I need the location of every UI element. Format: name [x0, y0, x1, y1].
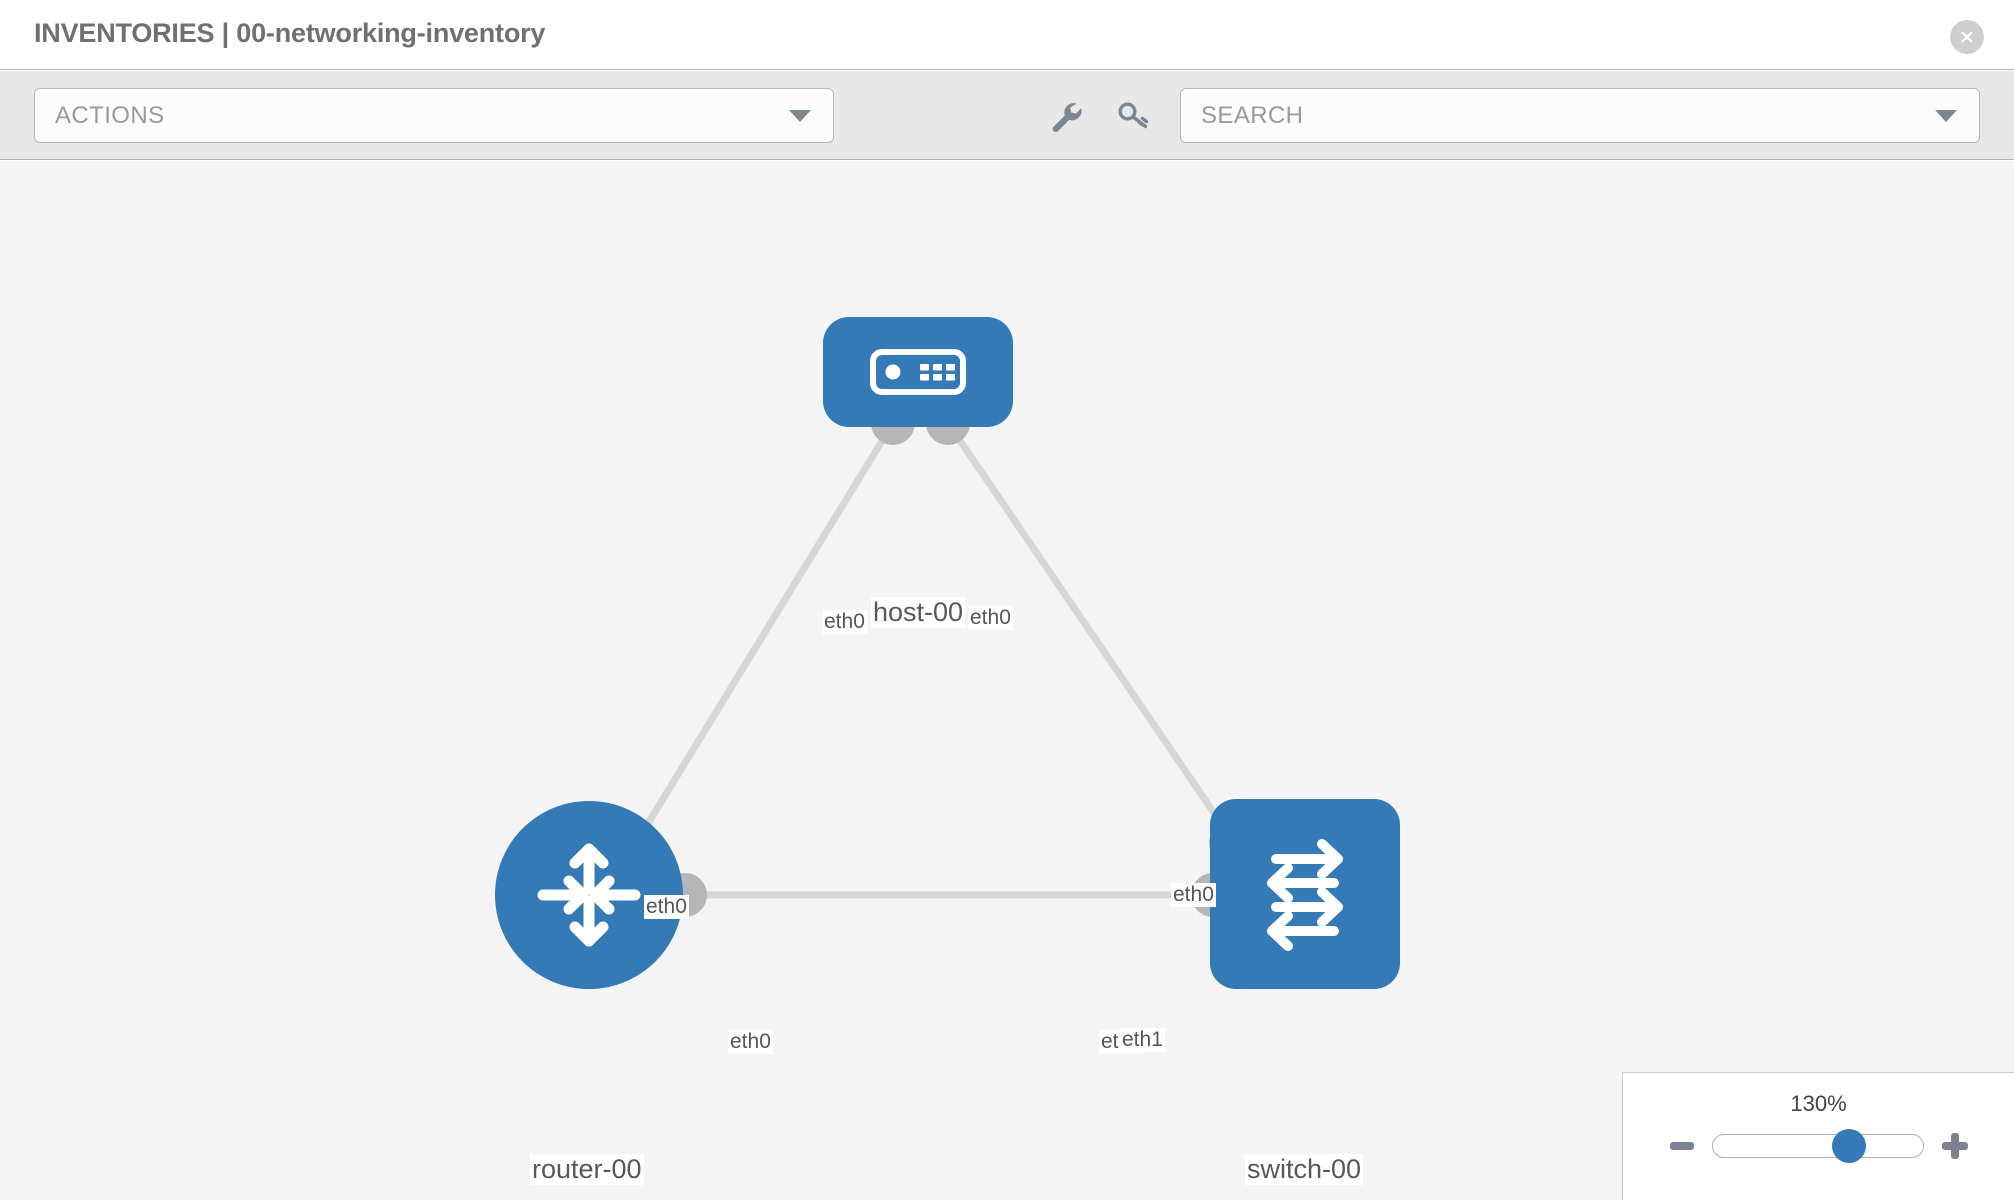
actions-dropdown-label: ACTIONS: [55, 101, 165, 129]
zoom-control-panel: 130%: [1622, 1072, 2014, 1200]
interface-label-router-uplink: eth0: [644, 895, 689, 919]
interface-label-host-left: eth0: [822, 610, 867, 634]
interface-label-host-right: eth0: [968, 606, 1013, 630]
actions-dropdown[interactable]: ACTIONS: [34, 88, 834, 143]
node-label-router-00: router-00: [530, 1154, 644, 1185]
router-arrows-icon: [537, 843, 641, 947]
interface-label-switch-eth1: eth1: [1120, 1028, 1165, 1052]
interface-label-router-eth0: eth0: [728, 1030, 773, 1054]
chevron-down-icon[interactable]: [1935, 109, 1957, 122]
node-host-00[interactable]: [823, 317, 1013, 427]
search-placeholder-label: SEARCH: [1201, 101, 1304, 129]
topology-canvas[interactable]: host-00 router-00 switch-00 eth0 eth0 et…: [0, 161, 2014, 1200]
server-icon: [870, 349, 966, 395]
zoom-in-button[interactable]: [1941, 1133, 1968, 1159]
close-icon[interactable]: [1950, 20, 1984, 54]
page-title: INVENTORIES | 00-networking-inventory: [34, 18, 546, 48]
node-router-00[interactable]: [495, 801, 683, 989]
link-host-switch: [945, 421, 1243, 853]
zoom-level-value: 130%: [1790, 1091, 1847, 1116]
zoom-slider[interactable]: [1711, 1129, 1924, 1163]
zoom-slider-handle[interactable]: [1832, 1129, 1866, 1163]
link-host-router: [622, 421, 896, 863]
node-label-host-00: host-00: [871, 597, 966, 628]
wrench-icon[interactable]: [1042, 93, 1088, 139]
key-icon[interactable]: [1110, 93, 1156, 139]
interface-label-switch-uplink: eth0: [1171, 883, 1216, 907]
chevron-down-icon: [789, 109, 811, 122]
zoom-control-row: [1623, 1129, 2014, 1163]
window-header: INVENTORIES | 00-networking-inventory: [0, 0, 2014, 70]
node-switch-00[interactable]: [1210, 799, 1400, 989]
toolbar: ACTIONS SEARCH: [0, 71, 2014, 160]
zoom-out-button[interactable]: [1669, 1142, 1694, 1150]
switch-arrows-icon: [1267, 839, 1343, 951]
search-input[interactable]: SEARCH: [1180, 88, 1980, 143]
node-label-switch-00: switch-00: [1245, 1154, 1364, 1185]
topology-links-layer: [622, 401, 1253, 917]
